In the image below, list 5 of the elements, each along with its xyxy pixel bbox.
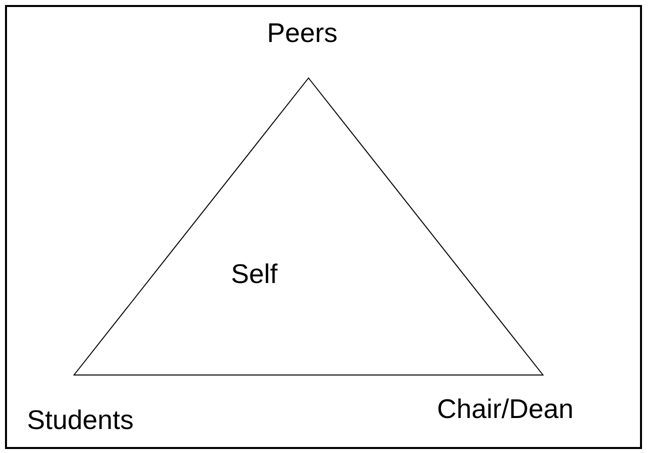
- corner-label: Chair/Dean: [437, 396, 574, 423]
- corner-label: Students: [27, 407, 134, 434]
- triangle-node: [73, 77, 544, 377]
- corner-label: Peers: [267, 20, 338, 47]
- node-label: Self: [231, 261, 278, 288]
